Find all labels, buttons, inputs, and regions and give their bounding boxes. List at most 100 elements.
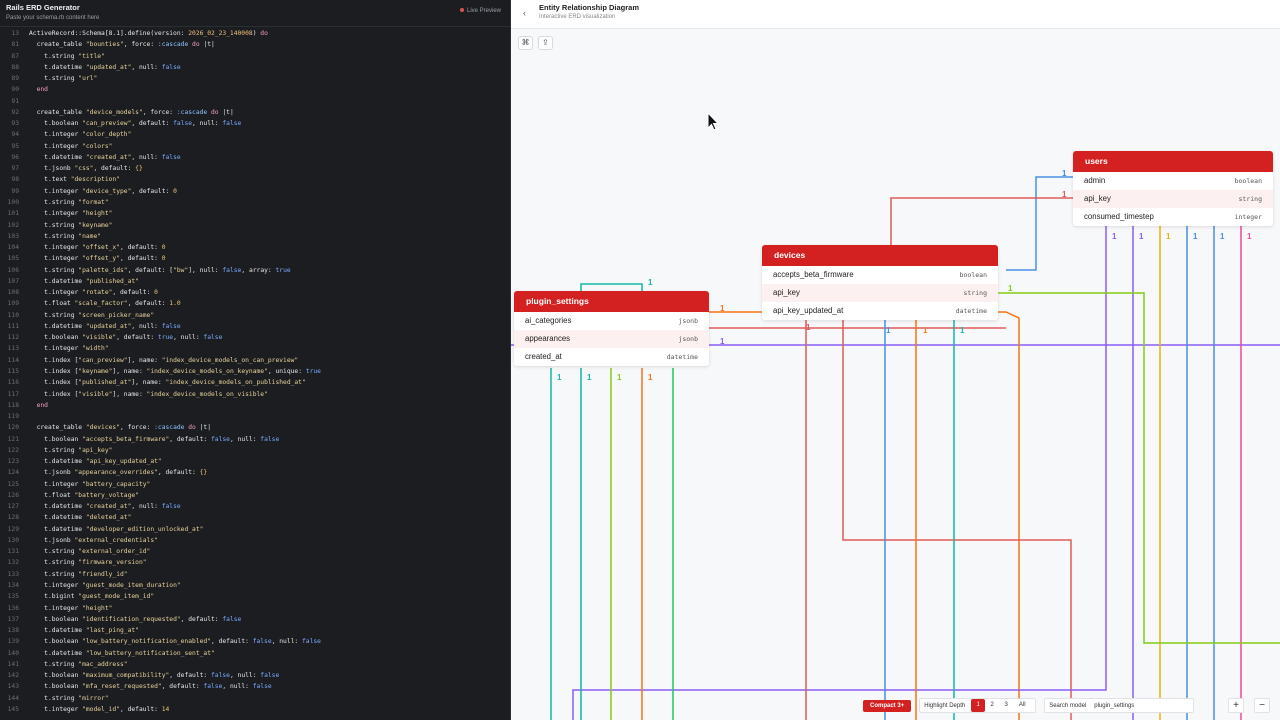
layout-icon[interactable]: ⌘ — [518, 36, 533, 50]
code-line: 111 t.datetime "updated_at", null: false — [0, 321, 505, 332]
line-number: 91 — [11, 97, 19, 105]
code-token: t.boolean — [29, 435, 83, 443]
depth-button-3[interactable]: 3 — [1004, 702, 1008, 708]
line-number: 96 — [11, 153, 19, 161]
code-token: false — [252, 638, 272, 646]
cardinality-label: 1 — [617, 373, 622, 382]
code-token: "identification_requested" — [82, 615, 181, 623]
code-token: , default: — [180, 615, 223, 623]
highlight-depth-control: Highlight Depth 1 2 3 All — [919, 698, 1037, 713]
line-number: 140 — [7, 649, 19, 657]
line-number: 133 — [7, 570, 19, 578]
code-token: t.text — [29, 176, 71, 184]
code-token: t.boolean — [29, 334, 83, 342]
code-token: false — [210, 435, 230, 443]
export-icon[interactable]: ⇪ — [538, 36, 553, 50]
back-chevron-icon[interactable]: ‹ — [523, 8, 526, 18]
code-line: 138 t.datetime "last_ping_at" — [0, 625, 505, 636]
code-token: , default: — [169, 435, 211, 443]
code-token: t.datetime — [29, 627, 86, 635]
zoom-out-button[interactable]: − — [1254, 698, 1270, 713]
compact-button[interactable]: Compact 3+ — [863, 699, 912, 712]
code-line: 117 t.index ["visible"], name: "index_de… — [0, 389, 505, 400]
field-name: ai_categories — [525, 316, 572, 325]
depth-button-all[interactable]: All — [1018, 702, 1026, 708]
code-token: false — [161, 63, 181, 71]
code-token: |t| — [218, 108, 234, 116]
code-line: 121 t.boolean "accepts_beta_firmware", d… — [0, 434, 505, 445]
code-token: create_table — [29, 41, 86, 49]
code-line: 143 t.boolean "mfa_reset_requested", def… — [0, 681, 505, 692]
line-number: 100 — [7, 198, 19, 206]
search-model-field[interactable]: Search model plugin_settings — [1044, 698, 1195, 713]
depth-button-1[interactable]: 1 — [971, 699, 986, 712]
live-preview-indicator[interactable]: Live Preview — [459, 8, 501, 14]
line-number: 139 — [7, 638, 19, 646]
code-token: 2026_02_23_140008 — [188, 30, 253, 37]
code-token: t.string — [29, 52, 79, 60]
table-name: plugin_settings — [514, 291, 709, 312]
code-line: 145 t.integer "model_id", default: 14 — [0, 704, 505, 715]
code-token: 0 — [161, 244, 166, 252]
code-line: 116 t.index ["published_at"], name: "ind… — [0, 377, 505, 388]
line-number: 143 — [7, 683, 19, 691]
code-token: "low_battery_notification_sent_at" — [85, 649, 215, 657]
code-token: false — [222, 266, 242, 274]
code-token: t.string — [29, 75, 79, 83]
code-token: "screen_picker_name" — [78, 311, 155, 319]
code-token: "index_device_models_on_published_at" — [165, 379, 306, 387]
app-title: Rails ERD Generator — [6, 3, 80, 12]
line-number: 88 — [11, 63, 19, 71]
line-number: 125 — [7, 480, 19, 488]
code-token: false — [222, 615, 242, 623]
code-token: "scale_factor" — [74, 300, 128, 308]
search-model-input[interactable]: plugin_settings — [1094, 702, 1135, 709]
line-number: 138 — [7, 627, 19, 635]
line-number: 107 — [7, 277, 19, 285]
editor-scrollbar[interactable] — [505, 28, 510, 720]
code-token: false — [210, 672, 230, 680]
code-token: "deleted_at" — [85, 514, 132, 522]
code-token: t.boolean — [29, 638, 83, 646]
code-token: end — [29, 401, 48, 409]
relationship-line — [709, 311, 1020, 720]
code-token: t.integer — [29, 255, 83, 263]
cardinality-label: 1 — [886, 326, 891, 335]
line-number: 110 — [7, 311, 19, 319]
line-number: 81 — [11, 41, 19, 49]
code-token: "colors" — [82, 142, 113, 150]
field-type: boolean — [1234, 177, 1262, 185]
depth-button-2[interactable]: 2 — [990, 702, 994, 708]
code-token: "url" — [78, 75, 98, 83]
code-token: "name" — [78, 232, 102, 240]
line-number: 121 — [7, 435, 19, 443]
line-number: 113 — [7, 345, 19, 353]
cardinality-label: 1 — [648, 373, 653, 382]
code-token: , default: — [116, 334, 158, 342]
relationship-line — [580, 283, 643, 291]
code-token: t.string — [29, 446, 79, 454]
code-token: false — [161, 153, 181, 161]
code-token: t.string — [29, 266, 79, 274]
line-number: 112 — [7, 334, 19, 342]
code-token: , default: — [120, 244, 162, 252]
zoom-in-button[interactable]: + — [1228, 698, 1244, 713]
code-line: 133 t.string "friendly_id" — [0, 569, 505, 580]
code-token: , null: — [229, 672, 261, 680]
code-token: "title" — [78, 52, 105, 60]
code-token: t.datetime — [29, 153, 86, 161]
